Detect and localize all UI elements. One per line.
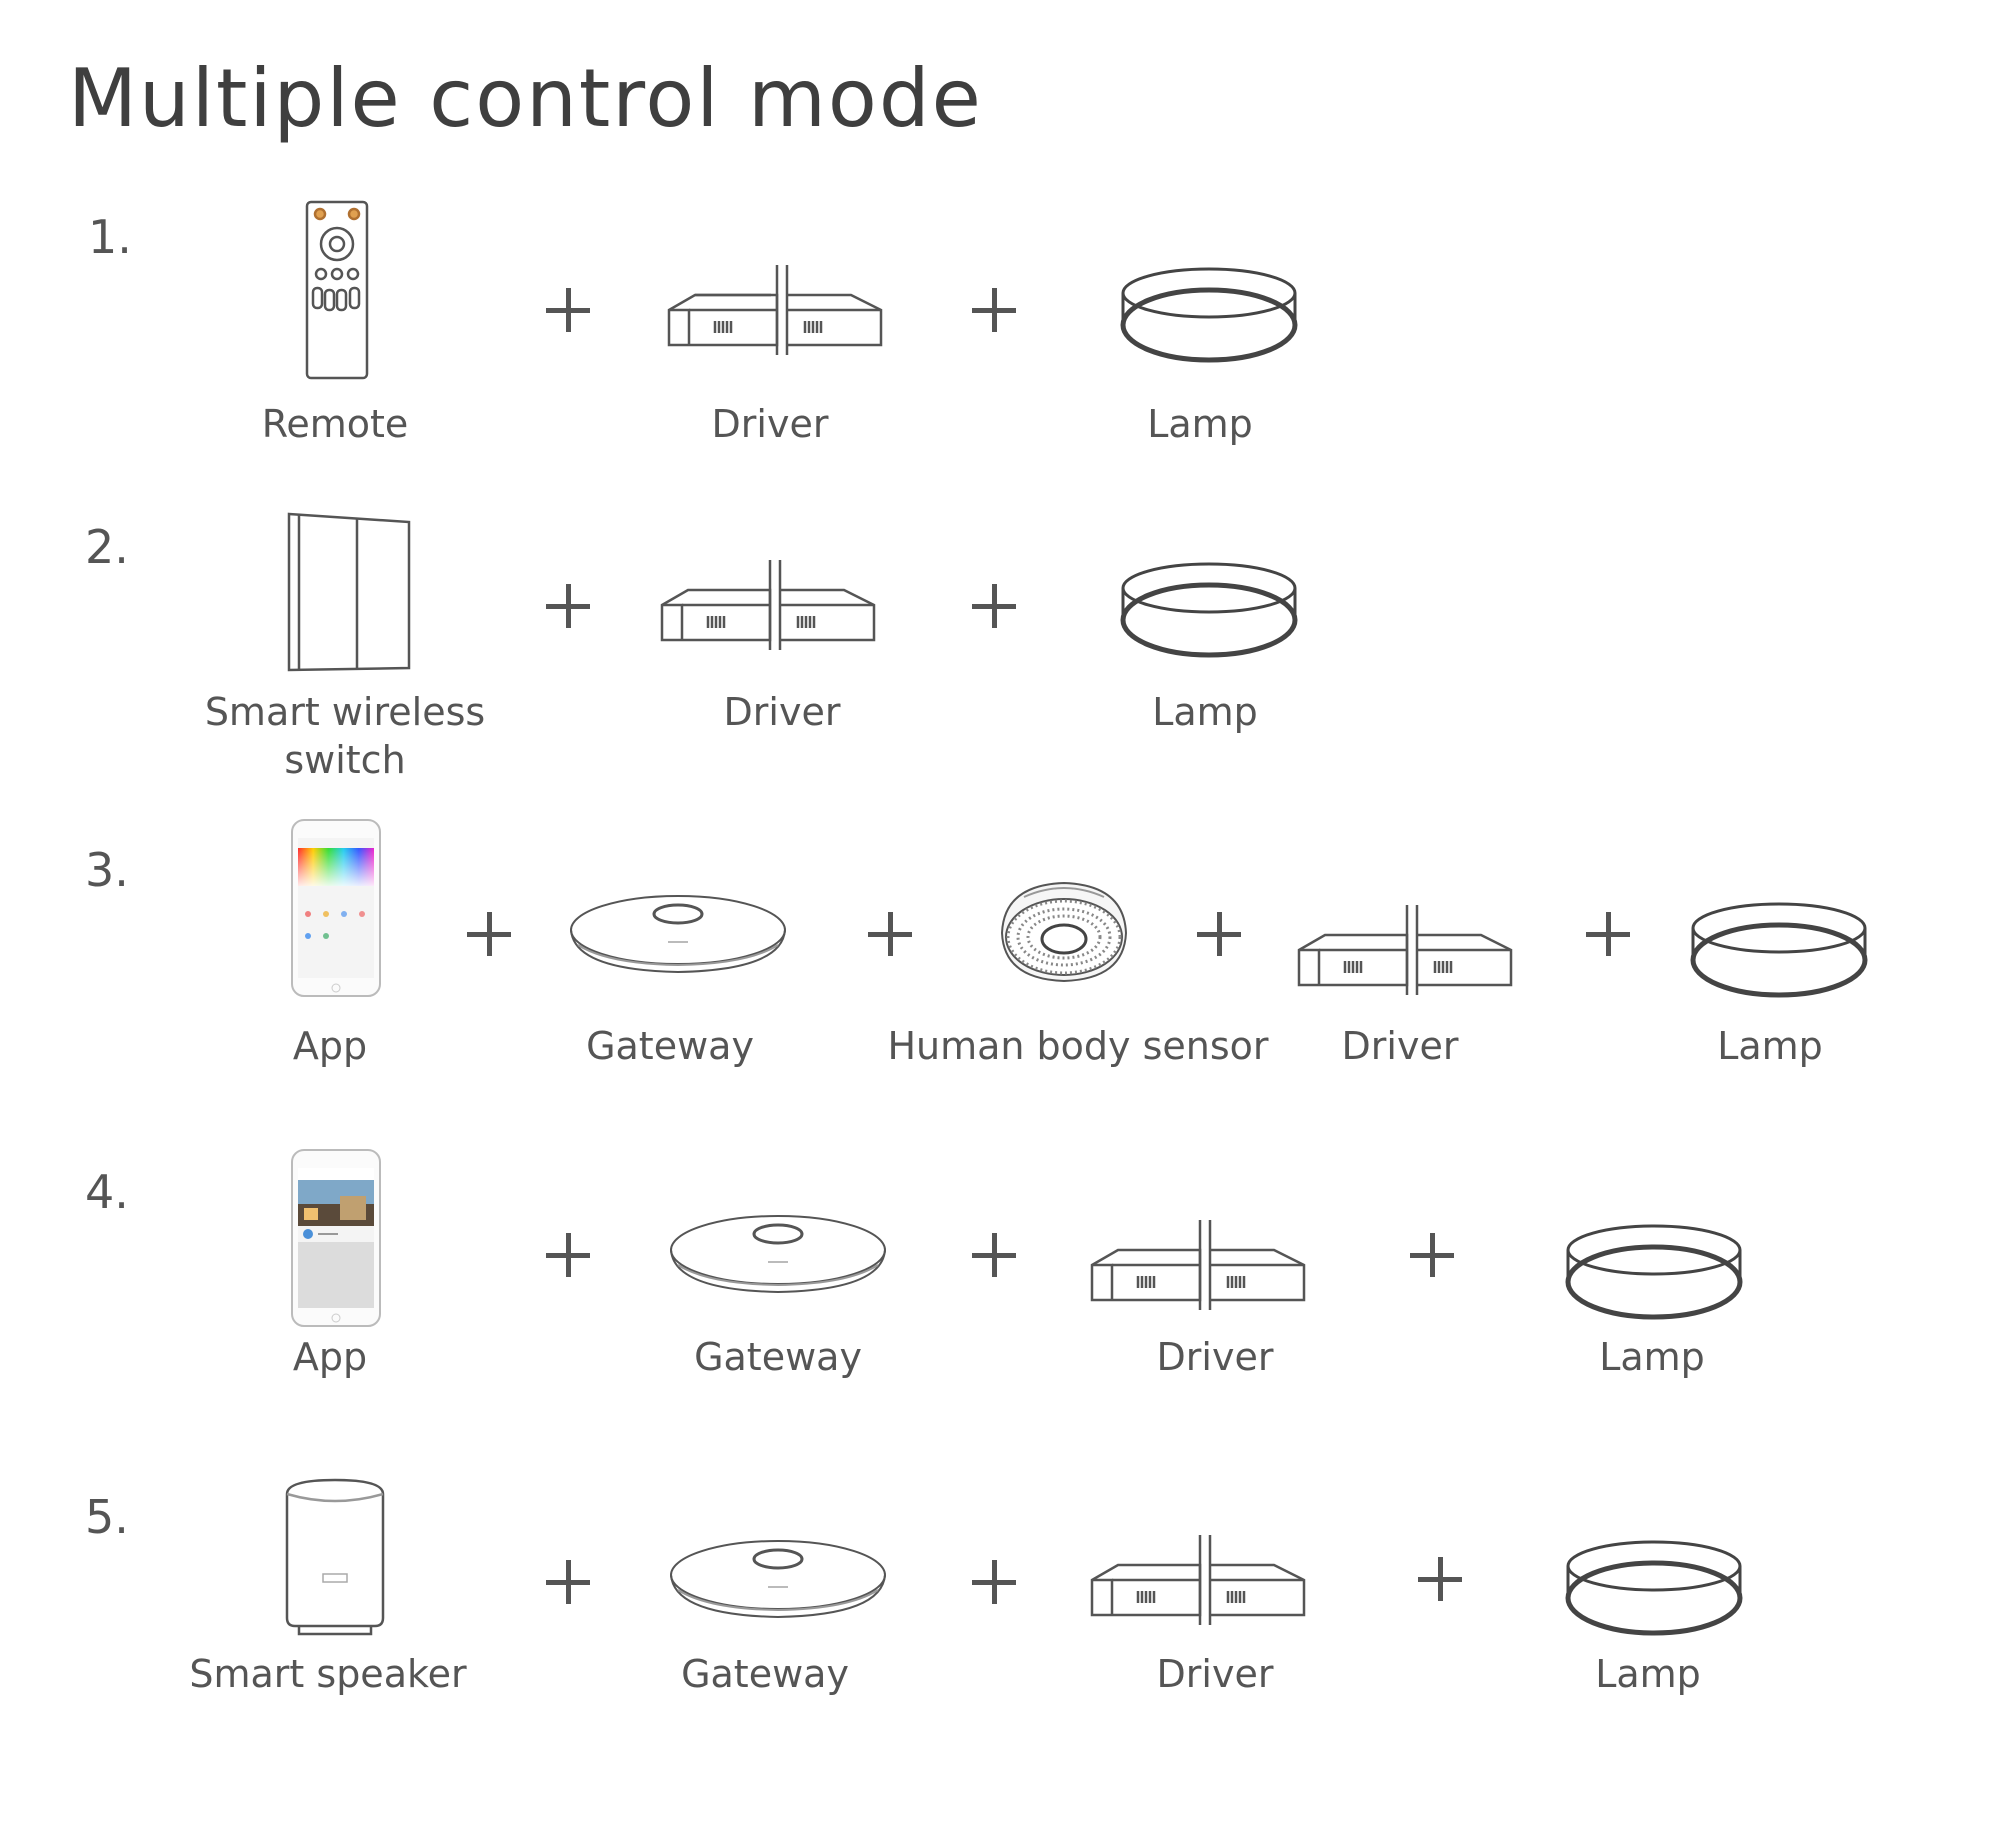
phone-app-color-icon [290, 818, 382, 998]
smart-speaker-icon [285, 1478, 385, 1636]
plus-icon [1197, 912, 1241, 956]
item-label-lamp: Lamp [1717, 1024, 1823, 1068]
item-label-lamp: Lamp [1595, 1652, 1701, 1696]
ceiling-lamp-icon [1565, 1538, 1743, 1636]
item-label-smart-wireless-switch: Smart wireless switch [205, 688, 485, 784]
gateway-icon [668, 1535, 888, 1625]
row-3-number: 3. [85, 843, 129, 897]
driver-icon [1088, 1220, 1308, 1310]
item-label-lamp: Lamp [1599, 1335, 1705, 1379]
driver-icon [658, 560, 878, 650]
row-2-number: 2. [85, 520, 129, 574]
item-label-driver: Driver [1156, 1335, 1274, 1379]
item-label-driver: Driver [723, 690, 841, 734]
item-label-driver: Driver [711, 402, 829, 446]
gateway-icon [568, 890, 788, 980]
driver-icon [1088, 1535, 1308, 1625]
driver-icon [665, 265, 885, 355]
plus-icon [546, 1560, 590, 1604]
driver-icon [1295, 905, 1515, 995]
item-label-driver: Driver [1156, 1652, 1274, 1696]
item-label-gateway: Gateway [694, 1335, 862, 1379]
item-label-smart-speaker: Smart speaker [189, 1652, 467, 1696]
item-label-driver: Driver [1341, 1024, 1459, 1068]
plus-icon [972, 584, 1016, 628]
remote-control-icon [305, 200, 369, 380]
item-label-app: App [292, 1335, 368, 1379]
plus-icon [467, 912, 511, 956]
plus-icon [972, 288, 1016, 332]
plus-icon [1418, 1557, 1462, 1601]
item-label-app: App [292, 1024, 368, 1068]
item-label-lamp: Lamp [1147, 402, 1253, 446]
ceiling-lamp-icon [1120, 265, 1298, 363]
ceiling-lamp-icon [1565, 1222, 1743, 1320]
plus-icon [1586, 912, 1630, 956]
ceiling-lamp-icon [1690, 900, 1868, 998]
plus-icon [972, 1560, 1016, 1604]
plus-icon [546, 1233, 590, 1277]
item-label-gateway: Gateway [681, 1652, 849, 1696]
wall-switch-icon [285, 512, 413, 672]
human-body-sensor-icon [990, 875, 1138, 985]
item-label-gateway: Gateway [586, 1024, 754, 1068]
item-label-lamp: Lamp [1152, 690, 1258, 734]
plus-icon [546, 584, 590, 628]
row-1-number: 1. [88, 210, 132, 264]
ceiling-lamp-icon [1120, 560, 1298, 658]
plus-icon [972, 1233, 1016, 1277]
item-label-line: Smart wireless [204, 690, 486, 734]
plus-icon [1410, 1233, 1454, 1277]
phone-app-photo-icon [290, 1148, 382, 1328]
plus-icon [868, 912, 912, 956]
gateway-icon [668, 1210, 888, 1300]
item-label-human-body-sensor: Human body sensor [887, 1024, 1269, 1068]
row-4-number: 4. [85, 1165, 129, 1219]
item-label-remote: Remote [261, 402, 409, 446]
plus-icon [546, 288, 590, 332]
page-title: Multiple control mode [68, 52, 983, 145]
item-label-line: switch [284, 738, 406, 782]
row-5-number: 5. [85, 1490, 129, 1544]
